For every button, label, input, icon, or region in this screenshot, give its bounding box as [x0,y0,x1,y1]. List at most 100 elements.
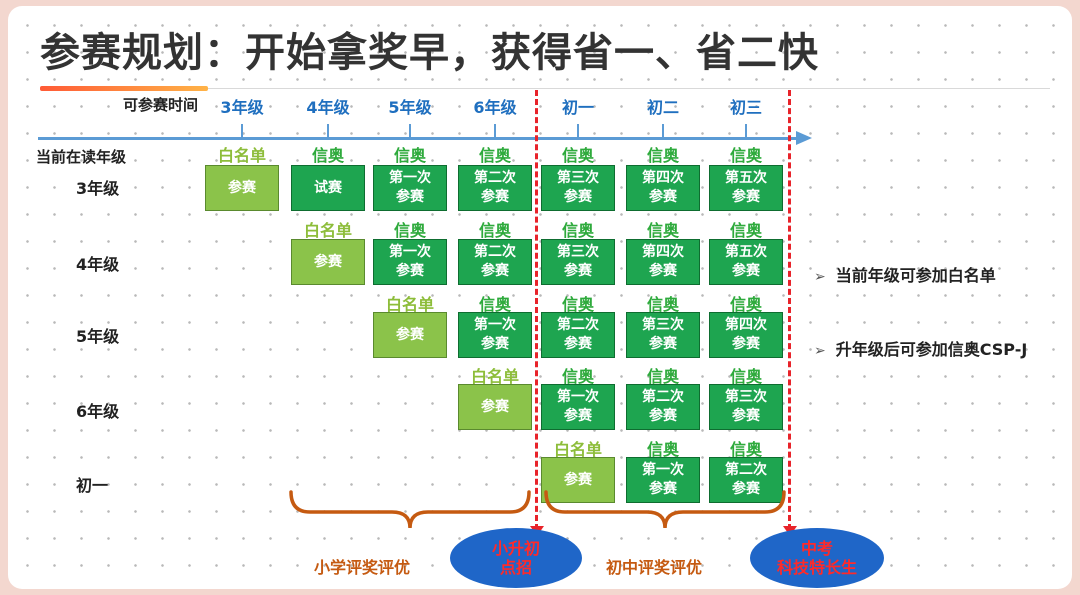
participation-text: 第三次 参赛 [557,244,599,279]
competition-tag: 白名单 [217,146,266,165]
grade-row-label: 6年级 [76,402,120,421]
competition-tag: 信奥 [646,146,679,165]
milestone-high-school-entry: 中考 科技特长生 [750,528,884,588]
participation-text: 第五次 参赛 [725,244,767,279]
axis-tick [494,124,496,140]
participation-text: 参赛 [314,253,342,270]
participation-cell: 第三次 参赛 [626,312,700,358]
competition-tag: 信奥 [561,221,594,240]
note-item: ➢升年级后可参加信奥CSP-J [814,336,1027,360]
participation-text: 第四次 参赛 [642,244,684,279]
participation-cell: 第四次 参赛 [626,165,700,211]
participation-text: 参赛 [481,398,509,415]
competition-tag: 信奥 [729,146,762,165]
timeline-axis [38,137,798,140]
note-text: 当前年级可参加白名单 [835,266,996,285]
participation-cell: 参赛 [205,165,279,211]
slide: 参赛规划：开始拿奖早，获得省一、省二快 可参赛时间 当前在读年级 3年级 4年级 5… [8,6,1072,589]
grade-row-label: 5年级 [76,327,120,346]
participation-text: 第三次 参赛 [557,170,599,205]
participation-text: 第一次 参赛 [389,244,431,279]
competition-tag: 白名单 [303,221,352,240]
participation-cell: 第三次 参赛 [709,384,783,430]
year-header: 5年级 [388,98,432,117]
milestone-line: 中考 [800,539,833,558]
competition-tag: 信奥 [729,367,762,386]
participation-cell: 第五次 参赛 [709,239,783,285]
grade-row-label: 初一 [76,476,109,495]
axis-tick [745,124,747,140]
page-title: 参赛规划：开始拿奖早，获得省一、省二快 [40,30,819,76]
competition-tag: 信奥 [646,367,679,386]
competition-tag: 信奥 [478,146,511,165]
participation-text: 第二次 参赛 [474,170,516,205]
axis-tick [662,124,664,140]
timeline-arrow-icon [796,131,812,145]
competition-tag: 信奥 [729,440,762,459]
primary-end-dashed-line [535,90,538,530]
year-header: 初二 [646,98,680,117]
participation-cell: 第五次 参赛 [709,165,783,211]
competition-tag: 信奥 [393,146,426,165]
milestone-line: 科技特长生 [776,558,857,577]
milestone-line: 小升初 [491,539,540,558]
competition-tag: 信奥 [561,367,594,386]
year-header: 3年级 [220,98,264,117]
year-header: 初三 [729,98,763,117]
participation-text: 第二次 参赛 [557,317,599,352]
participation-text: 第一次 参赛 [557,389,599,424]
participation-text: 第二次 参赛 [474,244,516,279]
participation-text: 第三次 参赛 [725,389,767,424]
year-header: 6年级 [473,98,517,117]
participation-text: 第五次 参赛 [725,170,767,205]
participation-cell: 第二次 参赛 [458,239,532,285]
competition-tag: 信奥 [646,221,679,240]
participation-cell: 第一次 参赛 [626,457,700,503]
participation-text: 第三次 参赛 [642,317,684,352]
participation-cell: 第四次 参赛 [626,239,700,285]
participation-text: 第一次 参赛 [642,462,684,497]
competition-tag: 信奥 [646,295,679,314]
competition-tag: 信奥 [478,221,511,240]
axis-tick [327,124,329,140]
competition-tag: 白名单 [553,440,602,459]
competition-tag: 白名单 [470,367,519,386]
participation-text: 参赛 [228,179,256,196]
competition-tag: 信奥 [478,295,511,314]
current-grade-label: 当前在读年级 [36,148,127,166]
year-header: 4年级 [306,98,350,117]
participation-cell: 第一次 参赛 [373,239,447,285]
participation-cell: 第三次 参赛 [541,165,615,211]
grade-row-label: 4年级 [76,255,120,274]
arrow-bullet-icon: ➢ [814,269,826,285]
title-underline [40,88,1050,89]
middle-eval-label: 初中评奖评优 [606,558,703,577]
arrow-bullet-icon: ➢ [814,343,826,359]
timeline-label: 可参赛时间 [123,96,199,114]
participation-cell: 参赛 [458,384,532,430]
primary-eval-label: 小学评奖评优 [314,558,411,577]
participation-text: 试赛 [314,179,342,196]
participation-cell: 第三次 参赛 [541,239,615,285]
participation-cell: 参赛 [373,312,447,358]
middle-end-dashed-line [788,90,791,530]
competition-tag: 信奥 [311,146,344,165]
participation-text: 第四次 参赛 [725,317,767,352]
axis-tick [577,124,579,140]
participation-cell: 第一次 参赛 [541,384,615,430]
participation-cell: 第四次 参赛 [709,312,783,358]
middle-brace-icon [544,490,786,529]
participation-cell: 第二次 参赛 [626,384,700,430]
milestone-line: 点招 [499,558,532,577]
axis-tick [409,124,411,140]
participation-text: 第二次 参赛 [725,462,767,497]
note-item: ➢ 当前年级可参加白名单 [814,262,996,286]
axis-tick [241,124,243,140]
competition-tag: 白名单 [385,295,434,314]
milestone-junior-high-entry: 小升初 点招 [450,528,582,588]
participation-text: 第一次 参赛 [474,317,516,352]
participation-text: 第二次 参赛 [642,389,684,424]
title-accent-bar [40,86,208,91]
participation-cell: 第二次 参赛 [709,457,783,503]
competition-tag: 信奥 [729,295,762,314]
